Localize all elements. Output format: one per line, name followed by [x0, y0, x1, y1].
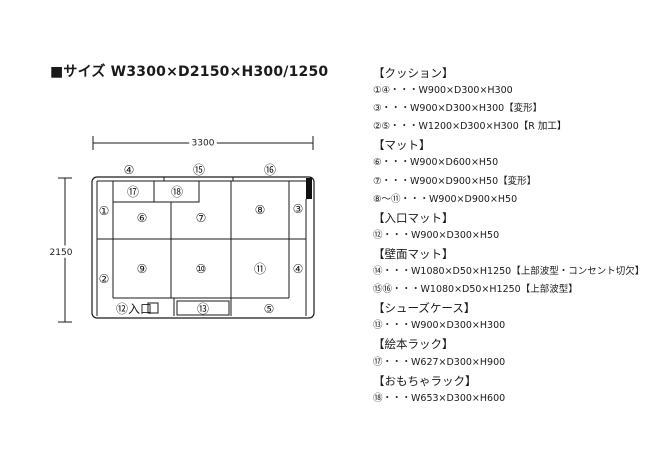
spec-item: ⑫・・・W900×D300×H50	[373, 229, 500, 241]
spec-category: 【壁面マット】	[373, 246, 454, 261]
cell-label-5: ⑤	[264, 302, 275, 316]
cell-label-16: ⑯	[264, 163, 276, 177]
cell-label-8: ⑧	[255, 203, 266, 217]
cell-label-2: ②	[99, 272, 110, 286]
spec-item: ⑦・・・W900×D900×H50【変形】	[373, 175, 537, 187]
cell-label-18: ⑱	[171, 185, 183, 199]
outer-outline	[91, 176, 315, 319]
cell-label-4-right: ④	[293, 262, 304, 276]
cell-label-10: ⑩	[196, 262, 207, 276]
spec-item: ⑮⑯・・・W1080×D50×H1250【上部波型】	[373, 284, 578, 296]
spec-category: 【クッション】	[373, 66, 454, 80]
spec-item: ⑰・・・W627×D300×H900	[373, 356, 506, 368]
cell-label-3: ③	[293, 202, 304, 216]
spec-item: ⑭・・・W1080×D50×H1250【上部波型・コンセント切欠】	[373, 266, 645, 278]
width-dimension	[92, 136, 314, 150]
cell-label-17: ⑰	[127, 185, 139, 199]
spec-category: 【おもちゃラック】	[373, 373, 477, 388]
spec-item: ②⑤・・・W1200×D300×H300【R 加工】	[373, 121, 567, 133]
size-title: ■サイズ W3300×D2150×H300/1250	[50, 64, 329, 80]
cell-labels: ④ ⑮ ⑯ ⑰ ⑱ ① ③ ⑥ ⑦ ⑧ ② ④ ⑨ ⑩ ⑪ ⑫入口 ⑬ ⑤	[99, 163, 304, 316]
spec-category: 【入口マット】	[373, 210, 454, 225]
floor-plan-diagram: 3300 2150 ④ ⑮ ⑯ ⑰	[49, 136, 315, 323]
outlet-cutout-bar	[306, 178, 312, 199]
cell-label-9: ⑨	[137, 262, 148, 276]
depth-dimension	[58, 177, 72, 323]
cell-label-7: ⑦	[196, 211, 207, 225]
spec-item: ③・・・W900×D300×H300【変形】	[373, 103, 543, 115]
spec-item: ⑧～⑪・・・W900×D900×H50	[373, 193, 518, 205]
cell-label-11: ⑪	[254, 262, 266, 276]
depth-label: 2150	[50, 248, 73, 258]
spec-item: ①④・・・W900×D300×H300	[373, 85, 513, 97]
spec-item: ⑬・・・W900×D300×H300	[373, 320, 506, 332]
cell-label-13: ⑬	[197, 302, 209, 316]
spec-item: ⑥・・・W900×D600×H50	[373, 157, 499, 169]
cell-label-6: ⑥	[137, 211, 148, 225]
cell-label-15: ⑮	[193, 163, 205, 177]
spec-category: 【シューズケース】	[373, 301, 476, 316]
spec-list: 【クッション】 ①④・・・W900×D300×H300 ③・・・W900×D300×…	[373, 64, 658, 408]
spec-item: ⑱・・・W653×D300×H600	[373, 392, 506, 404]
width-label: 3300	[192, 139, 215, 149]
spec-category: 【マット】	[373, 138, 431, 153]
spec-category: 【絵本ラック】	[373, 337, 454, 352]
cell-label-12-entrance: ⑫入口	[116, 302, 152, 316]
cell-label-4-top: ④	[124, 163, 135, 177]
cell-label-1: ①	[99, 204, 110, 218]
layout-grid	[97, 180, 307, 316]
